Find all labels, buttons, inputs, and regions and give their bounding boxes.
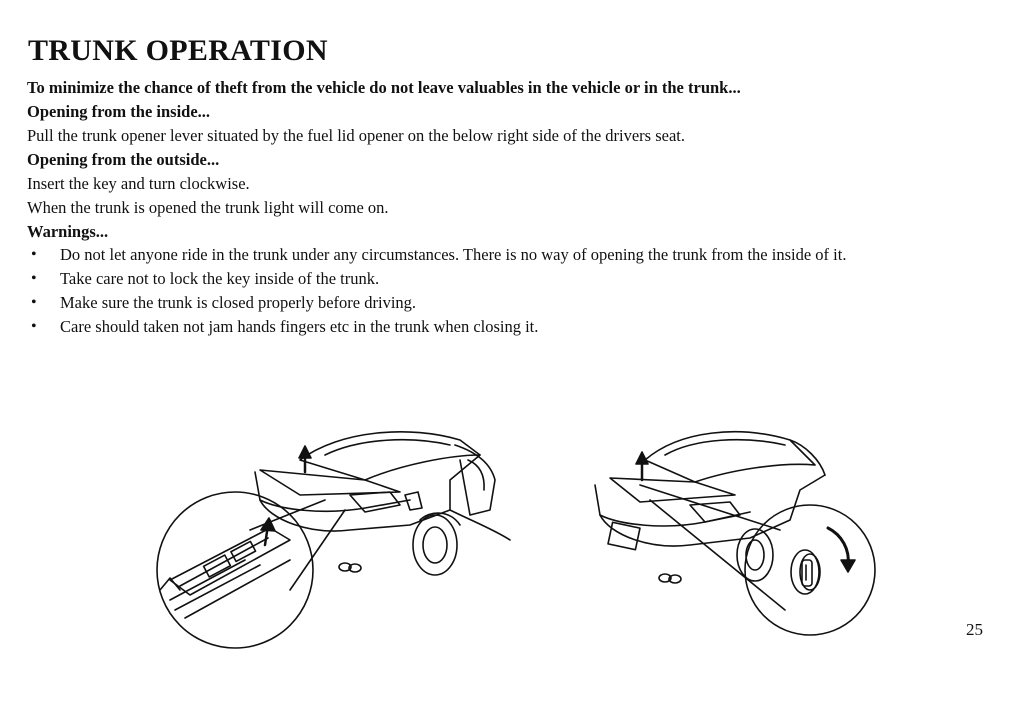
key-lock-icon — [790, 549, 821, 595]
inside-heading: Opening from the inside... — [27, 102, 211, 121]
warnings-heading: Warnings... — [27, 222, 109, 241]
key-lock-inset-circle — [744, 504, 876, 636]
license-plate — [607, 521, 641, 551]
trunk-opener-lever-illustration — [150, 400, 530, 660]
page-number: 25 — [966, 620, 983, 639]
outside-text-2: When the trunk is opened the trunk light… — [27, 198, 389, 217]
taillight — [349, 491, 401, 513]
warning-item: • Take care not to lock the key inside of… — [27, 268, 992, 290]
inside-text: Pull the trunk opener lever situated by … — [27, 126, 685, 145]
warning-item: • Make sure the trunk is closed properly … — [27, 292, 992, 314]
rear-wheel — [736, 528, 774, 582]
taillight — [689, 501, 741, 523]
open-door — [454, 444, 496, 516]
car-roof — [644, 431, 816, 483]
bullet-icon: • — [31, 246, 37, 263]
trunk-lid — [259, 469, 401, 496]
bullet-icon: • — [31, 294, 37, 311]
car-rear-body — [254, 454, 481, 532]
lever-inset-circle — [156, 491, 314, 649]
warning-text: Care should taken not jam hands fingers … — [60, 317, 539, 336]
trunk-lid — [609, 477, 736, 503]
trunk-opener-lever-icon — [159, 527, 291, 619]
rear-wheel — [412, 514, 458, 576]
car-roof — [299, 431, 481, 481]
rear-window — [664, 438, 786, 456]
intro-text: To minimize the chance of theft from the… — [27, 78, 741, 97]
warning-text: Make sure the trunk is closed properly b… — [60, 293, 417, 312]
warning-text: Do not let anyone ride in the trunk unde… — [60, 245, 847, 264]
car-rear-body — [594, 474, 826, 547]
trunk-key-lock-illustration — [570, 400, 900, 650]
warning-item: • Do not let anyone ride in the trunk und… — [27, 244, 992, 266]
body-text: To minimize the chance of theft from the… — [27, 76, 992, 340]
outside-heading: Opening from the outside... — [27, 150, 220, 169]
warning-item: • Care should taken not jam hands fingers… — [27, 316, 992, 338]
bullet-icon: • — [31, 318, 37, 335]
warning-text: Take care not to lock the key inside of … — [60, 269, 380, 288]
rear-window — [324, 438, 451, 456]
outside-text-1: Insert the key and turn clockwise. — [27, 174, 250, 193]
bullet-icon: • — [31, 270, 37, 287]
warnings-list: • Do not let anyone ride in the trunk und… — [27, 244, 992, 338]
page-title: TRUNK OPERATION — [28, 34, 328, 67]
